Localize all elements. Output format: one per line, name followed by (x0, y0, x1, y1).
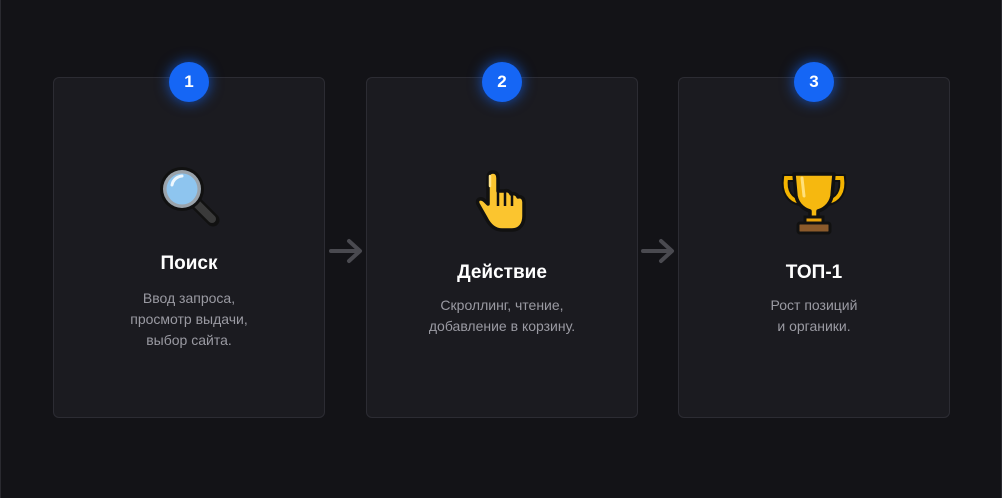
pointing-hand-icon (466, 166, 538, 238)
step-description-line: выбор сайта. (146, 332, 232, 348)
arrow-right-icon (329, 238, 363, 264)
step-number-badge: 1 (169, 62, 209, 102)
step-card-top: 3 ТОП-1 Рост позиций и органики. (678, 62, 950, 418)
step-description-line: Ввод запроса, (142, 290, 236, 306)
step-description: Ввод запроса, просмотр выдачи, выбор сай… (64, 288, 314, 351)
arrow-right-icon (641, 238, 675, 264)
step-number-badge: 2 (482, 62, 522, 102)
trophy-icon (778, 166, 850, 238)
step-title: Действие (457, 262, 547, 283)
step-description-line: просмотр выдачи, (130, 311, 248, 327)
step-card-search: 1 Поиск Ввод запроса, просмотр выдачи, в… (53, 62, 325, 418)
step-description-line: Рост позиций (770, 297, 858, 313)
step-number-badge: 3 (794, 62, 834, 102)
step-title: Поиск (160, 253, 218, 274)
step-card-action: 2 Действие Скроллинг, чтение, добавление… (366, 62, 638, 418)
step-description: Скроллинг, чтение, добавление в корзину. (377, 295, 627, 337)
step-title: ТОП-1 (785, 262, 843, 283)
step-description-line: и органики. (777, 318, 851, 334)
step-description-line: добавление в корзину. (428, 318, 576, 334)
magnifying-glass-icon (153, 160, 225, 232)
step-description: Рост позиций и органики. (689, 295, 939, 337)
step-description-line: Скроллинг, чтение, (440, 297, 564, 313)
